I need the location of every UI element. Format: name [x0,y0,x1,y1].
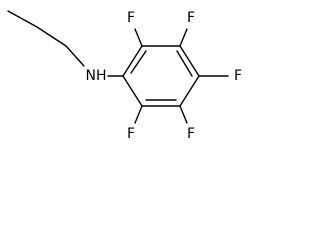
f-bond-top-left [134,28,143,47]
fluorine-label-top-right: F [187,10,195,26]
ring-bond-c4-c5 [179,75,200,107]
structure-canvas: NH F F F F F [7,10,243,142]
molecule-diagram: NH F F F F F [7,10,242,142]
amine-label: NH [86,68,107,84]
fluorine-label-right: F [234,68,242,84]
chain-bond-2 [36,26,67,47]
fluorine-label-bottom-left: F [127,126,135,142]
chain-bond-1 [7,10,38,28]
ring-double-bond-2 [176,50,193,77]
fluorine-label-bottom-right: F [187,126,195,142]
f-bond-top-right [179,28,188,47]
f-bond-bottom-left [134,105,143,124]
ring-bond-c6-c1 [122,75,143,107]
fluorine-label-top-left: F [127,10,135,26]
chain-bond-3 [65,45,85,67]
ring-bond-c3-c4 [179,45,200,77]
ring-bond-c1-c2 [122,45,143,77]
f-bond-bottom-right [179,105,188,124]
ring-double-bond-1 [130,50,147,74]
